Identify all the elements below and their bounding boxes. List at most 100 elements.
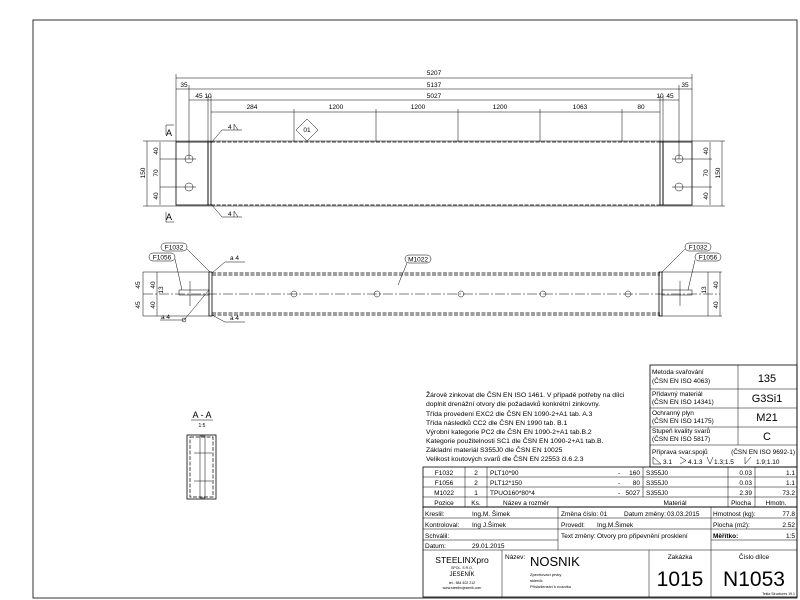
chain-dim: 1200 [411,104,426,111]
scale: 1:5 [786,533,795,540]
order-number: 1015 [657,568,704,591]
weld-label: a 4 [230,315,239,322]
weight-label: Hmotnost (kg): [713,511,756,518]
label-f1056: F1056 [153,255,172,262]
weld-size-top: 4 [228,124,232,131]
weld-param-label: (ČSN EN ISO 4063) [652,376,710,385]
label-m1022: M1022 [408,257,428,264]
weld-param-value: M21 [756,412,777,424]
weld-param-label: (ČSN EN ISO 14341) [652,397,714,406]
t-joint-icon [679,456,687,465]
part-dash: - [618,480,620,487]
chain-dim: 80 [637,104,645,111]
fin-plate-right [662,141,693,206]
order-label: Zakázka [668,554,693,561]
change-no-label: Změna číslo: [561,511,598,518]
company-name: STEELINXpro [435,555,489,565]
hole-icons [290,290,632,298]
end-plate-left [207,141,212,206]
note-line: Třída provedení EXC2 dle ČSN EN 1090-2+A… [426,409,593,418]
scale-label: Měřítko: [713,533,738,540]
section-a-a: A - A 1:5 [186,410,217,500]
joint-prep-standard: (ČSN EN ISO 9692-1) [731,447,795,456]
top-view: 5207 5137 35 35 5027 45 10 10 45 284 120… [140,70,725,223]
change-text-label: Text změny: [561,533,596,540]
part-material: S355J0 [646,470,668,477]
change-no: 01 [600,511,608,518]
plate-dim: 40 [703,147,710,155]
weld-all-around-icon [181,317,187,323]
weld-label: a 4 [230,255,239,262]
weld-param-value: 135 [758,373,776,385]
dim-beam: 5027 [427,93,442,100]
weld-leader-bottom [210,203,242,218]
note-line: Základní materiál S355J0 dle ČSN EN 1002… [426,445,563,454]
header-material: Materiál [663,500,687,507]
plate-height: 150 [140,167,147,178]
dim-plates: 5137 [427,82,442,89]
plate-dim: 40 [703,192,710,200]
header-area: Plocha [731,500,751,507]
header-position: Pozice [434,500,454,507]
drawn-by: Ing.M. Šimek [472,509,511,518]
date-label: Datum: [425,543,446,550]
part-qty: 1 [474,490,478,497]
header-name: Název a rozměr [503,500,550,507]
checked-by: Ing J.Šimek [472,520,507,529]
part-number: N1053 [723,568,785,591]
chain-dim: 1063 [573,104,588,111]
note-line: doplnit drenážní otvory dle požadavků ko… [426,400,600,408]
part-dash: - [618,490,620,497]
section-scale: 1:5 [199,423,206,429]
drawn-label: Kreslil: [425,511,445,518]
bolt-hole-icons [160,154,712,192]
fin-plate-left [175,141,209,206]
section-title: A - A [192,410,211,420]
fillet-weld-icon [233,123,239,131]
checked-label: Kontroloval: [425,522,460,529]
section-mark-bottom: A [166,212,172,222]
weld-param-value: G3Si1 [752,393,783,405]
parts-row: M1022 1 TPUO160*80*4 - 5027 S355J0 2.39 … [434,490,795,497]
made-label: Provedl: [561,522,585,529]
weld-param-label: (ČSN EN ISO 5817) [652,434,710,443]
dim-inner: 40 [713,301,720,309]
sheet-frame [32,19,798,599]
joint-prep-item: 1.3;1.5 [714,459,734,466]
section-arrow-icon [165,212,174,223]
parts-list: F1032 2 PLT10*90 - 160 S355J0 0.03 1.1 F… [422,466,798,508]
part-area: 0.03 [739,470,752,477]
fillet-joint-icon [652,456,662,465]
part-length: 80 [633,480,641,487]
area: 2.52 [782,522,795,529]
dim-outer: 45 [135,281,142,289]
part-material: S355J0 [646,490,668,497]
part-mass: 73.2 [782,490,795,497]
joint-prep-item: 4.1.3 [688,459,703,466]
weld-param-label: Přídavný materiál [652,391,703,398]
label-f1032: F1032 [165,245,184,252]
weld-param-label: Ochranný plyn [652,410,694,417]
part-mark-diamond [295,118,319,142]
part-dash: - [618,470,620,477]
company-web: www.steelinxjesenik.com [443,586,482,590]
label-f1032: F1032 [689,245,708,252]
plate-dim: 70 [153,169,160,177]
weld-param-label: Metoda svařování [652,369,704,376]
part-name: PLT12*150 [490,480,522,487]
area-label: Plocha (m2): [713,522,750,529]
chain-dim: 1200 [493,104,508,111]
part-area: 0.03 [739,480,752,487]
weld-param-value: C [763,431,771,443]
part-length: 160 [629,470,640,477]
weld-leader-top [210,129,242,144]
v-groove-icon [706,456,714,465]
extension-lines [175,74,693,159]
company-sub: SPOL. S R.O. [451,566,473,570]
dim-outer: 45 [135,301,142,309]
part-pos: M1022 [434,490,454,497]
plate-dim: 40 [153,192,160,200]
project-line: Příslušenství k nosníku [530,584,571,589]
dim-end-right: 35 [681,82,689,89]
bevel-groove-icon [744,456,752,465]
